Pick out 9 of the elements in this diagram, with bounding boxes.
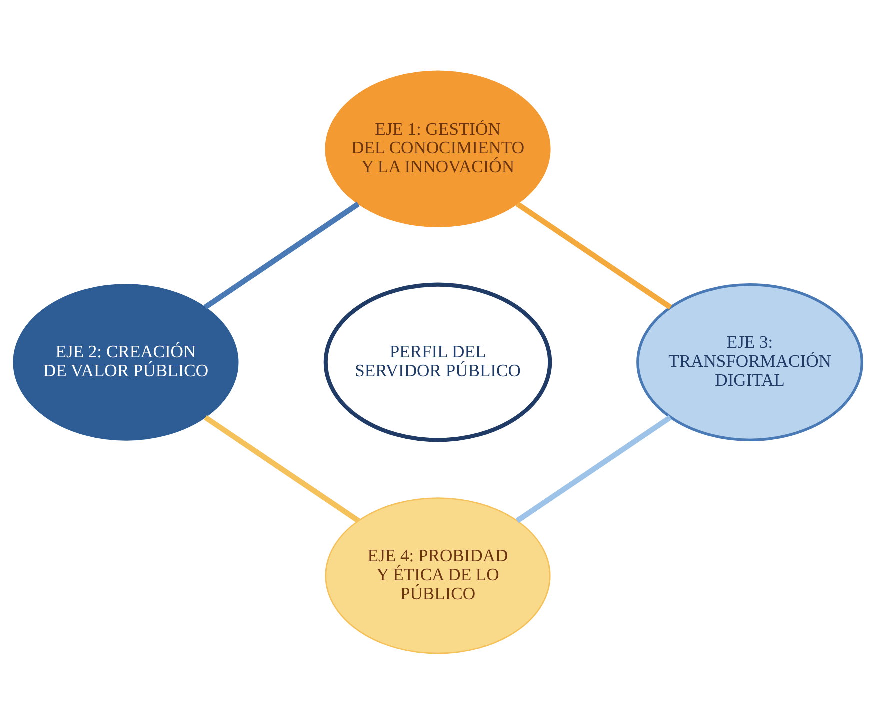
node-ellipse: EJE 3: TRANSFORMACIÓN DIGITAL — [636, 283, 864, 442]
node-ellipse: PERFIL DEL SERVIDOR PÚBLICO — [324, 282, 552, 442]
connector — [516, 415, 672, 524]
connector — [516, 202, 672, 310]
node-ellipse: EJE 1: GESTIÓN DEL CONOCIMIENTO Y LA INNOVACIÓN — [325, 70, 551, 228]
node-ellipse: EJE 4: PROBIDAD Y ÉTICA DE LO PÚBLICO — [325, 498, 551, 654]
connector — [204, 202, 360, 310]
node-ellipse: EJE 2: CREACIÓN DE VALOR PÚBLICO — [13, 284, 239, 441]
connector — [204, 415, 360, 524]
